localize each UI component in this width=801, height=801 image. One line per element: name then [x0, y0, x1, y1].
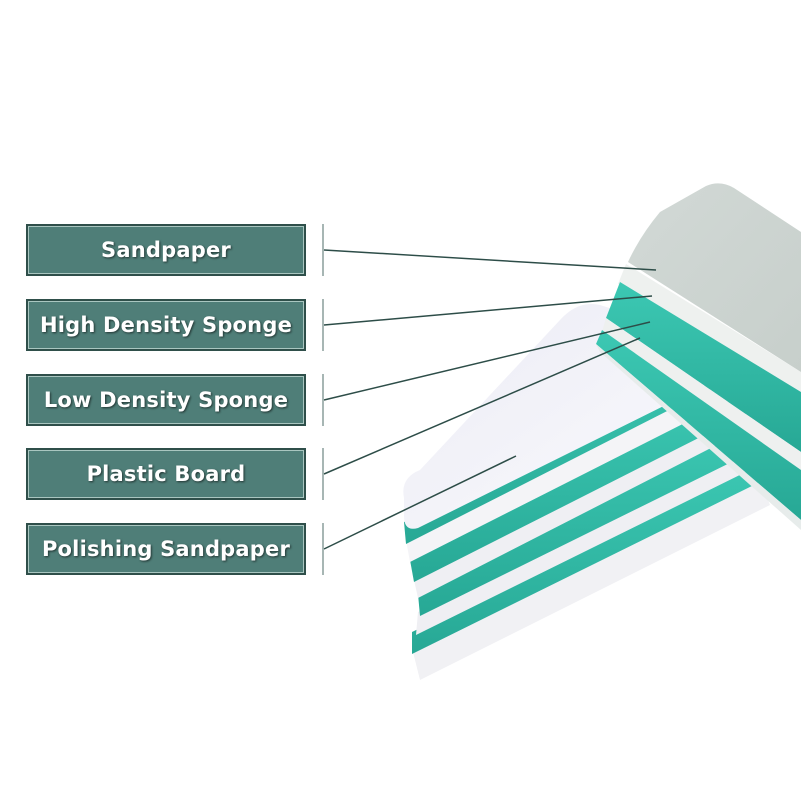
- label-text: Sandpaper: [101, 238, 231, 262]
- leader-line-low-density: [323, 321, 651, 401]
- leader-line-high-density: [323, 295, 653, 326]
- label-sandpaper: Sandpaper: [26, 224, 306, 276]
- label-text: Polishing Sandpaper: [41, 537, 291, 561]
- leader-line-polishing: [323, 455, 517, 550]
- label-high-density-sponge: High Density Sponge: [26, 299, 306, 351]
- label-low-density-sponge: Low Density Sponge: [26, 374, 306, 426]
- label-polishing-sandpaper: Polishing Sandpaper: [26, 523, 306, 575]
- label-plastic-board: Plastic Board: [26, 448, 306, 500]
- label-text: Plastic Board: [86, 462, 246, 486]
- leader-line-plastic-board: [323, 337, 641, 475]
- back-block: [596, 183, 801, 530]
- leader-line-sandpaper: [323, 249, 657, 271]
- divider-bar: [322, 523, 324, 575]
- divider-bar: [322, 224, 324, 276]
- divider-bar: [322, 374, 324, 426]
- divider-bar: [322, 299, 324, 351]
- leader-lines: [323, 249, 657, 550]
- label-text: High Density Sponge: [39, 313, 293, 337]
- label-text: Low Density Sponge: [43, 388, 289, 412]
- divider-bar: [322, 448, 324, 500]
